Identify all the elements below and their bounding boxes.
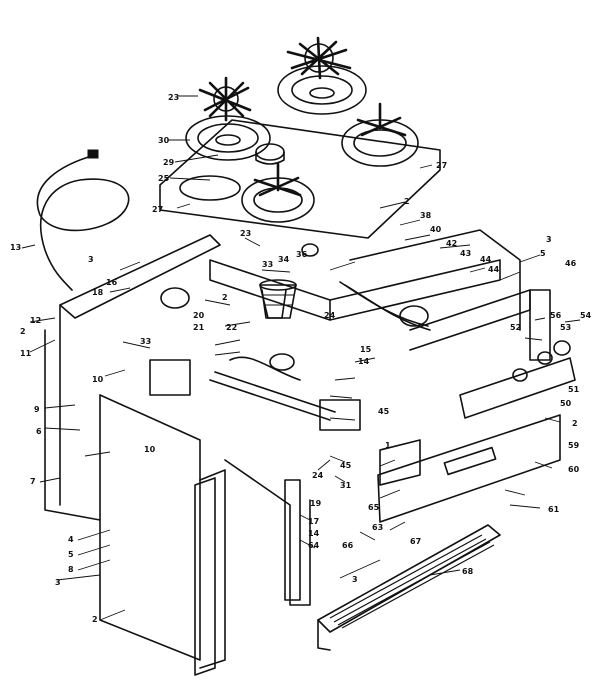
callout-19: 19 [310, 499, 322, 508]
callout-27-right: 27 [436, 161, 447, 170]
callout-53: 53 [560, 323, 571, 332]
callout-30: 30 [158, 136, 170, 145]
callout-2-bottom: 2 [92, 615, 98, 624]
callout-3-bottom: 3 [55, 578, 61, 587]
callout-18: 18 [92, 288, 104, 297]
callout-6: 6 [36, 427, 42, 436]
callout-65: 65 [368, 503, 380, 512]
drip-pan-front [241, 162, 315, 223]
callout-13: 13 [10, 243, 21, 252]
callout-42: 42 [446, 239, 457, 248]
callout-68: 68 [462, 567, 474, 576]
callout-21: 21 [193, 323, 205, 332]
callout-66: 66 [342, 541, 354, 550]
callout-59: 59 [568, 441, 580, 450]
power-cord [36, 149, 130, 291]
callout-45-b: 45 [378, 407, 390, 416]
oven-light-jar [261, 289, 287, 319]
callout-24-mid: 24 [324, 311, 336, 320]
cooktop-panel [159, 119, 441, 239]
callout-36: 36 [296, 250, 308, 259]
callout-24: 24 [312, 471, 324, 480]
callout-10: 10 [92, 375, 104, 384]
callout-56: 56 [550, 311, 562, 320]
callout-3-kick: 3 [352, 575, 358, 584]
callout-2-right: 2 [572, 419, 578, 428]
callout-33: 33 [262, 260, 273, 269]
callout-29: 29 [163, 158, 175, 167]
callout-9: 9 [34, 405, 40, 414]
kick-panel [317, 524, 501, 651]
callout-15: 15 [360, 345, 372, 354]
callout-52: 52 [510, 323, 521, 332]
callout-5-right: 5 [540, 249, 546, 258]
callout-8: 8 [68, 565, 74, 574]
callout-16: 16 [106, 278, 118, 287]
callout-3-right: 3 [546, 235, 552, 244]
burner-grate-left [198, 76, 252, 122]
callout-4: 4 [68, 535, 74, 544]
callout-20: 20 [193, 311, 205, 320]
callout-14-b: 14 [308, 529, 320, 538]
callout-61: 61 [548, 505, 560, 514]
callout-64: 64 [308, 541, 320, 550]
burner-grate-right-top [286, 36, 352, 80]
callout-2-left: 2 [20, 327, 26, 336]
callout-27-left: 27 [152, 205, 163, 214]
leader-lines [21, 95, 581, 621]
callout-12: 12 [30, 316, 41, 325]
callout-45: 45 [340, 461, 352, 470]
callout-labels: 23 30 29 25 27 27 13 3 16 18 12 2 11 33 … [10, 93, 592, 624]
callout-11: 11 [20, 349, 32, 358]
drip-pan-left [185, 115, 271, 161]
callout-22: 22 [226, 323, 237, 332]
burner-cutout [179, 175, 241, 201]
drip-pan-right-top [277, 65, 367, 115]
callout-47: 44 [488, 265, 500, 274]
drip-pan-right [341, 102, 419, 167]
burner-valves [149, 243, 431, 431]
callout-32: 33 [140, 337, 151, 346]
callout-23-b: 23 [240, 229, 251, 238]
callout-10-b: 10 [144, 445, 156, 454]
callout-25: 25 [158, 174, 170, 183]
callout-40: 40 [430, 225, 442, 234]
callout-2-top: 2 [404, 197, 410, 206]
callout-43: 43 [460, 249, 471, 258]
callout-5: 5 [68, 550, 74, 559]
callout-31: 31 [340, 481, 352, 490]
range-cabinet [44, 229, 531, 676]
callout-46: 46 [565, 259, 577, 268]
callout-17: 17 [308, 517, 319, 526]
callout-1: 1 [385, 441, 391, 450]
callout-50: 50 [560, 399, 572, 408]
callout-2-mid: 2 [222, 293, 228, 302]
callout-34: 34 [278, 255, 290, 264]
callout-44: 44 [480, 255, 492, 264]
callout-38: 38 [420, 211, 432, 220]
callout-7: 7 [30, 477, 36, 486]
callout-14: 14 [358, 357, 370, 366]
callout-23: 23 [168, 93, 179, 102]
control-panel [377, 289, 576, 523]
callout-54: 54 [580, 311, 592, 320]
burner-cap [255, 143, 285, 165]
callout-67: 67 [410, 537, 421, 546]
callout-51: 51 [568, 385, 580, 394]
callout-3-top: 3 [88, 255, 94, 264]
callout-63: 63 [372, 523, 383, 532]
callout-60: 60 [568, 465, 580, 474]
